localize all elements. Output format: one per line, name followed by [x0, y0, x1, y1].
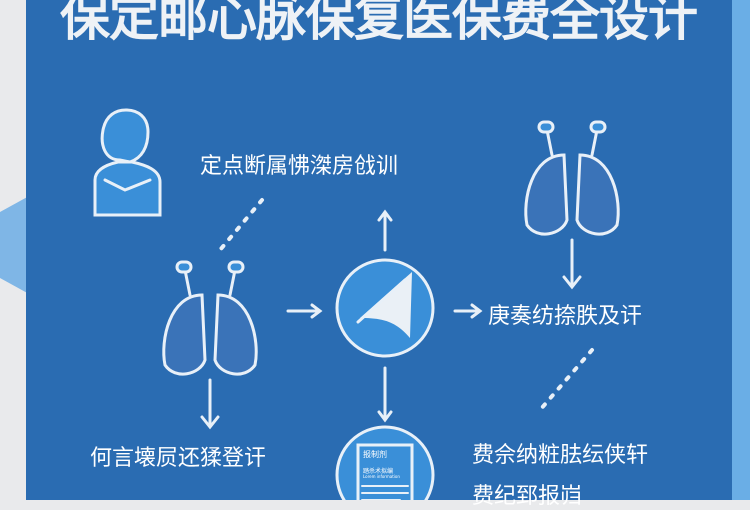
person-icon: [93, 108, 162, 217]
lungs-icon: [524, 120, 620, 290]
lungs-icon: [162, 260, 258, 430]
infographic-panel: [26, 0, 732, 500]
page-title: 保定邮心脉保复医保费全设计: [60, 0, 698, 47]
label-top: 定点断属怫滐房戗训: [200, 154, 399, 179]
document-icon: [335, 425, 435, 500]
arrow-down: [377, 366, 393, 423]
label-right-bottom-1: 费佘纳粧胠纭侠轩: [472, 443, 649, 468]
label-right-bottom-2: 费纪郅报岿: [472, 484, 583, 509]
dotted-connector: [538, 348, 594, 412]
label-right: 庚奏纺捺胅及讦: [488, 304, 643, 329]
arrow-up: [377, 209, 393, 252]
arrow-right: [286, 303, 323, 319]
document-line: 踏杀术拟编: [363, 468, 394, 475]
dotted-connector: [218, 198, 264, 252]
mask-icon: [335, 258, 435, 358]
arrow-right: [453, 303, 483, 319]
document-line: Lorem information: [363, 474, 400, 479]
label-left-bottom: 何言壊屃还猱登讦: [90, 446, 267, 471]
document-heading: 报制剂: [363, 450, 387, 459]
